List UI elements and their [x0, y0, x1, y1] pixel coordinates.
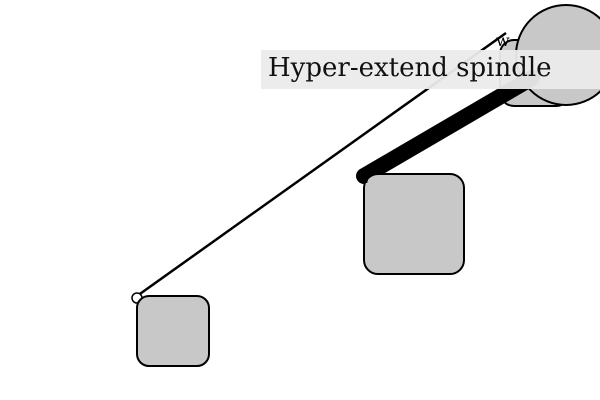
glyph-w-spindle: w [357, 168, 371, 187]
small-box[interactable] [136, 295, 210, 367]
spindle-bar[interactable] [356, 70, 540, 184]
tooltip-text: Hyper-extend spindle [268, 53, 552, 83]
tooltip-background [261, 50, 600, 89]
glyph-w-top: w [496, 31, 510, 50]
middle-box[interactable] [363, 173, 465, 275]
